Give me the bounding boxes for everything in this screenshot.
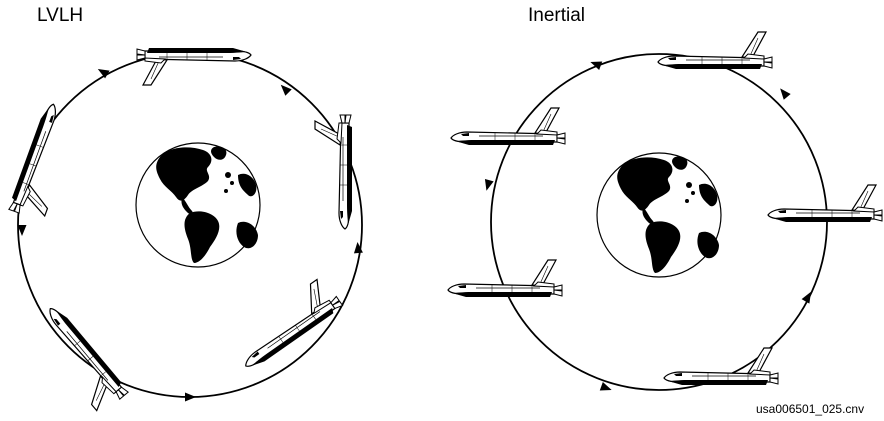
inertial-shuttle-top-icon: [658, 32, 772, 69]
inertial-arrow-icon: [777, 86, 791, 100]
inertial-arrow-icon: [802, 290, 815, 304]
lvlh-diagram: [8, 48, 363, 415]
inertial-shuttle-left-lower-icon: [448, 260, 562, 297]
inertial-shuttle-bottom-icon: [664, 348, 778, 385]
file-name-label: usa006501_025.cnv: [756, 402, 864, 416]
lvlh-shuttle-top-icon: [137, 48, 251, 85]
inertial-earth-icon: [597, 153, 721, 277]
lvlh-shuttle-left-icon: [8, 102, 82, 222]
inertial-shuttle-left-upper-icon: [451, 108, 565, 145]
lvlh-shuttle-lower-right-icon: [229, 276, 344, 372]
lvlh-earth-icon: [136, 143, 260, 267]
lvlh-shuttle-lower-left-icon: [27, 304, 129, 415]
lvlh-shuttle-right-icon: [315, 115, 352, 229]
inertial-diagram: [448, 32, 882, 394]
inertial-arrow-icon: [482, 179, 494, 192]
inertial-shuttle-right-icon: [768, 185, 882, 222]
lvlh-arrow-icon: [185, 393, 196, 402]
